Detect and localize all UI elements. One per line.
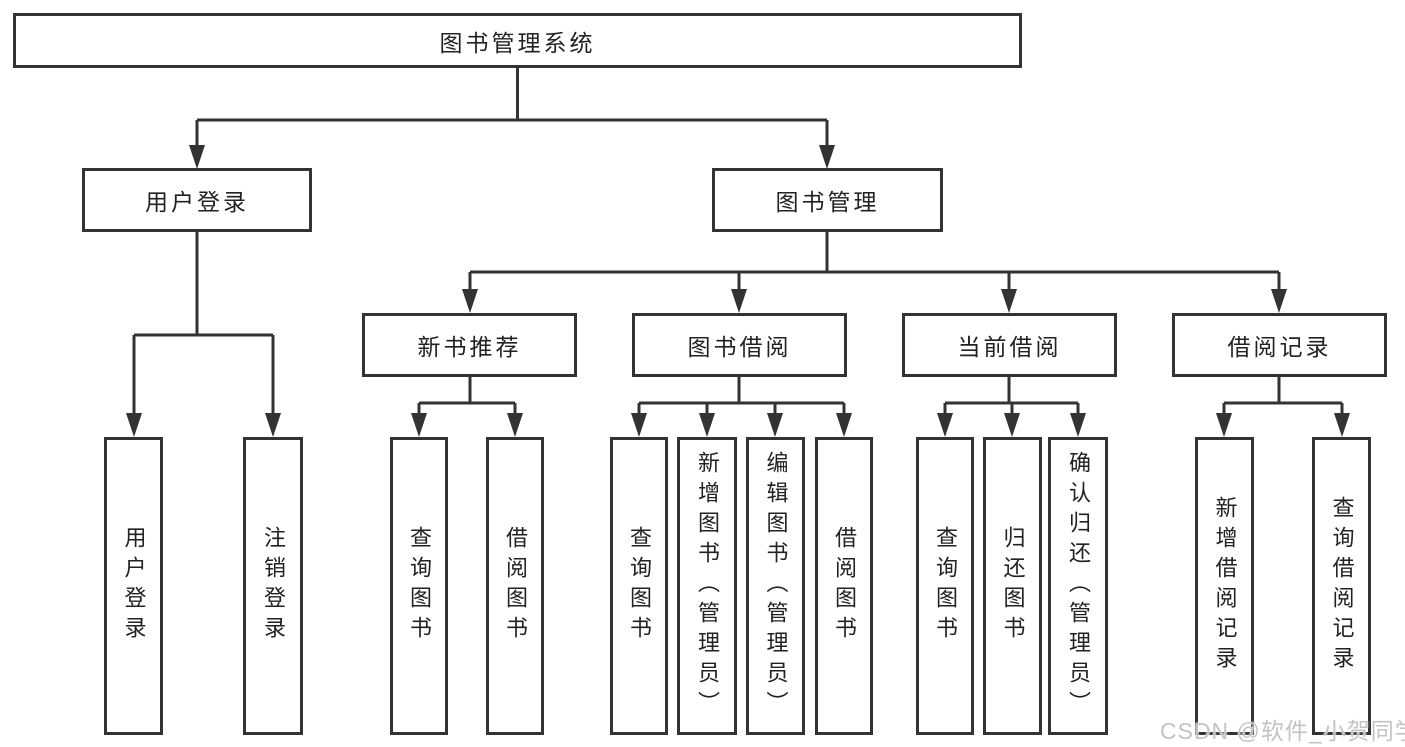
leaf-confirm-return-admin: 确认归还（管理员） (1048, 437, 1108, 735)
arrowhead-icons (126, 145, 1350, 437)
leaf-return-books: 归还图书 (983, 437, 1042, 735)
node-book-borrow: 图书借阅 (632, 313, 847, 377)
leaf-query-books-current: 查询图书 (916, 437, 974, 735)
leaf-user-login: 用户登录 (104, 437, 163, 735)
node-new-book-recommend: 新书推荐 (362, 313, 577, 377)
leaf-add-borrow-record: 新增借阅记录 (1195, 437, 1254, 735)
node-book-management-branch: 图书管理 (712, 168, 943, 232)
leaf-add-book-admin: 新增图书（管理员） (677, 437, 737, 735)
csdn-watermark: CSDN @软件_小贺同学 (1160, 718, 1405, 744)
leaf-borrow-books: 借阅图书 (815, 437, 873, 735)
node-borrow-records: 借阅记录 (1172, 313, 1387, 377)
leaf-logout: 注销登录 (243, 437, 303, 735)
leaf-query-books-recommend: 查询图书 (390, 437, 448, 735)
leaf-query-books-borrow: 查询图书 (610, 437, 668, 735)
node-system-root: 图书管理系统 (13, 13, 1022, 68)
leaf-query-borrow-record: 查询借阅记录 (1312, 437, 1371, 735)
node-user-login-branch: 用户登录 (82, 168, 312, 232)
node-current-borrow: 当前借阅 (902, 313, 1117, 377)
leaf-edit-book-admin: 编辑图书（管理员） (746, 437, 805, 735)
leaf-borrow-books-recommend: 借阅图书 (486, 437, 544, 735)
